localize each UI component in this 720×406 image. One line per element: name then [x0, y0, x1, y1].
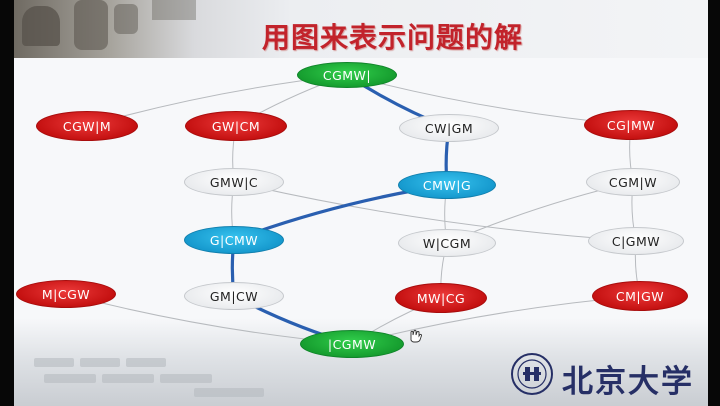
state-node-n6: GMW|C — [184, 168, 284, 196]
state-node-n4: CW|GM — [399, 114, 499, 142]
state-node-n16: |CGMW — [300, 330, 404, 358]
state-node-n2: CGW|M — [36, 111, 138, 141]
state-node-n5: CG|MW — [584, 110, 678, 140]
state-node-n13: GM|CW — [184, 282, 284, 310]
left-letterbox — [0, 0, 14, 406]
pku-seal-icon — [511, 353, 553, 395]
state-node-n1: CGMW| — [297, 62, 397, 88]
state-node-n8: CGM|W — [586, 168, 680, 196]
edges-layer — [65, 74, 641, 345]
state-node-n7: CMW|G — [398, 171, 496, 199]
state-node-n11: C|GMW — [588, 227, 684, 255]
state-node-n10: W|CGM — [398, 229, 496, 257]
hand-cursor-icon — [410, 329, 422, 343]
university-logo-text: 北京大学 — [562, 364, 694, 400]
state-node-n9: G|CMW — [184, 226, 284, 254]
state-node-n14: MW|CG — [395, 283, 487, 313]
state-node-n12: M|CGW — [16, 280, 116, 308]
header-banner — [14, 0, 708, 58]
right-letterbox — [708, 0, 720, 406]
state-node-n3: GW|CM — [185, 111, 287, 141]
state-node-n15: CM|GW — [592, 281, 688, 311]
edge-n6-n11 — [233, 181, 637, 242]
slide-title: 用图来表示问题的解 — [262, 21, 524, 54]
